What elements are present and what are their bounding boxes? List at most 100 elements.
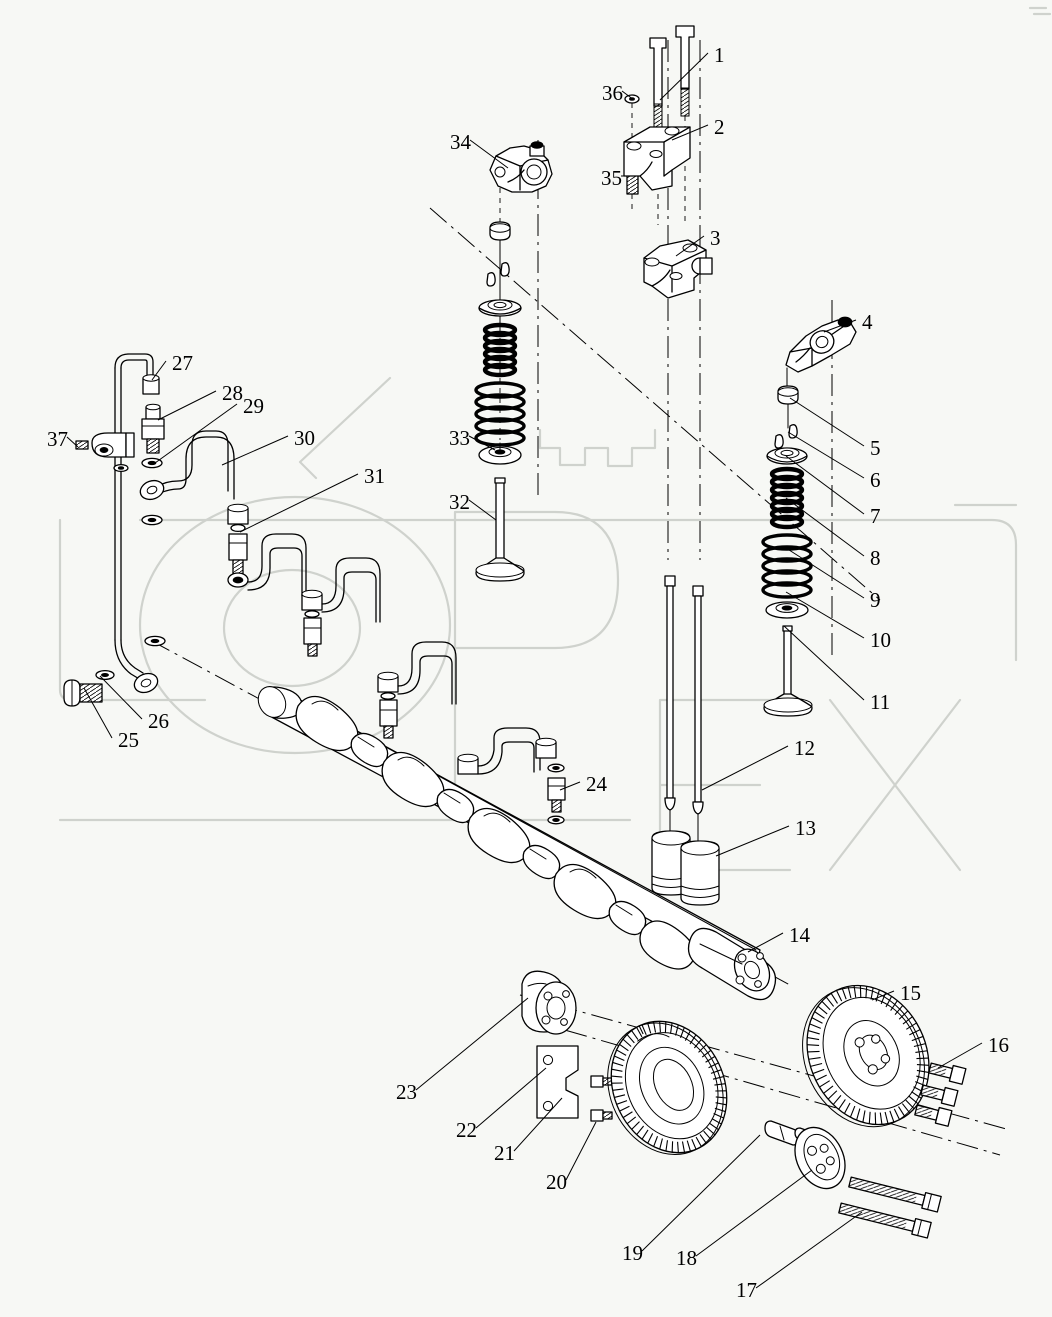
callout-number-15: 15 xyxy=(900,981,921,1005)
callout-number-16: 16 xyxy=(988,1033,1009,1057)
callout-number-7: 7 xyxy=(870,504,881,528)
leader-line xyxy=(823,319,857,333)
callout-number-37: 37 xyxy=(47,427,68,451)
leader-line xyxy=(221,435,289,466)
leader-line xyxy=(66,436,79,448)
callout-number-25: 25 xyxy=(118,728,139,752)
part-7-upper-spring-retainer xyxy=(766,447,808,465)
leader-line xyxy=(675,235,705,257)
part-1-cylinder-head-bolt xyxy=(649,25,695,225)
callout-number-13: 13 xyxy=(795,816,816,840)
part-15-camshaft-timing-gear xyxy=(802,984,930,1128)
leader-line xyxy=(154,403,238,464)
leader-line xyxy=(415,997,529,1091)
fuel-pipe-3 xyxy=(321,557,399,739)
leader-line xyxy=(659,52,709,101)
callout-number-19: 19 xyxy=(622,1241,643,1265)
part-28-fuel-line-connector xyxy=(141,403,165,454)
part-32-intake-valve xyxy=(475,239,525,582)
callout-number-31: 31 xyxy=(364,464,385,488)
part-9-valve-spring-outer xyxy=(761,533,813,599)
leader-line xyxy=(151,360,167,381)
leader-line xyxy=(671,124,709,141)
part-3-rocker-shaft-support xyxy=(643,239,713,299)
fuel-line-assembly xyxy=(63,353,566,825)
part-4-rocker-arm-exhaust xyxy=(785,316,857,393)
callout-number-35: 35 xyxy=(601,166,622,190)
part-16-timing-gear-bolt xyxy=(914,1062,967,1127)
part-intake-collets xyxy=(486,262,510,287)
leader-line xyxy=(565,1121,597,1181)
leader-line xyxy=(695,1169,813,1257)
leader-line xyxy=(239,473,359,533)
leader-line xyxy=(621,90,635,101)
part-intake-stem-cap xyxy=(489,221,511,241)
callout-number-18: 18 xyxy=(676,1246,697,1270)
part-24-injection-union-nut xyxy=(477,727,566,825)
idler-gear-teeth xyxy=(638,1025,644,1035)
callout-number-28: 28 xyxy=(222,381,243,405)
part-intake-upper-retainer xyxy=(478,299,522,317)
leader-line xyxy=(785,455,865,515)
callout-number-11: 11 xyxy=(870,690,891,714)
part-25-banjo-bolt xyxy=(63,679,103,707)
part-19-idler-gear xyxy=(607,1020,728,1155)
leader-line xyxy=(641,1134,761,1252)
callout-number-30: 30 xyxy=(294,426,315,450)
leader-line xyxy=(83,687,113,739)
callout-number-29: 29 xyxy=(243,394,264,418)
leader-line xyxy=(701,745,789,791)
part-21-retainer-plate-bolt xyxy=(590,1075,613,1122)
part-22-camshaft-retainer-plate xyxy=(536,1045,579,1119)
callout-number-27: 27 xyxy=(172,351,193,375)
leader-line xyxy=(785,591,865,639)
part-29-sealing-rings xyxy=(95,457,166,681)
part-12-push-rod xyxy=(664,575,704,847)
leader-line xyxy=(715,825,790,857)
leader-line xyxy=(755,1211,863,1289)
callout-number-21: 21 xyxy=(494,1141,515,1165)
leader-line xyxy=(513,1097,563,1152)
part-14-camshaft-front-journal xyxy=(687,927,777,1001)
callout-number-22: 22 xyxy=(456,1118,477,1142)
part-17-thrust-plate-bolt-long xyxy=(838,1176,942,1239)
callout-number-36: 36 xyxy=(602,81,623,105)
part-5-valve-stem-cap xyxy=(777,385,799,429)
callout-number-12: 12 xyxy=(794,736,815,760)
leader-line xyxy=(783,625,865,701)
callout-number-17: 17 xyxy=(736,1278,757,1302)
leader-line xyxy=(787,431,865,479)
part-intake-spring-inner xyxy=(482,322,518,378)
leader-line xyxy=(468,499,497,521)
callout-number-8: 8 xyxy=(870,546,881,570)
leader-line xyxy=(789,397,865,447)
callout-number-3: 3 xyxy=(710,226,721,250)
leader-line xyxy=(468,435,496,451)
callout-number-32: 32 xyxy=(449,490,470,514)
part-34-rocker-arm-intake xyxy=(489,141,553,440)
callout-number-14: 14 xyxy=(789,923,810,947)
part-23-camshaft-rear-bearing-cap xyxy=(521,970,577,1035)
callout-number-10: 10 xyxy=(870,628,891,652)
leader-lines xyxy=(66,52,983,1289)
leader-line xyxy=(559,781,581,791)
part-intake-spring-outer xyxy=(474,381,526,447)
callout-number-24: 24 xyxy=(586,772,607,796)
leader-line xyxy=(747,932,784,953)
callout-number-34: 34 xyxy=(450,130,471,154)
part-27-fuel-return-pipe xyxy=(114,353,160,694)
callout-number-23: 23 xyxy=(396,1080,417,1104)
leader-line xyxy=(99,675,143,720)
leader-line xyxy=(785,547,865,599)
leader-line xyxy=(937,1042,983,1069)
part-30-high-pressure-pipe-1 xyxy=(139,430,249,525)
callout-number-6: 6 xyxy=(870,468,881,492)
callout-number-4: 4 xyxy=(862,310,873,334)
center-lines xyxy=(149,40,1011,1156)
callout-number-9: 9 xyxy=(870,588,881,612)
fuel-pipe-4 xyxy=(397,641,479,775)
camshaft xyxy=(257,686,777,1001)
leader-line xyxy=(475,1067,547,1129)
